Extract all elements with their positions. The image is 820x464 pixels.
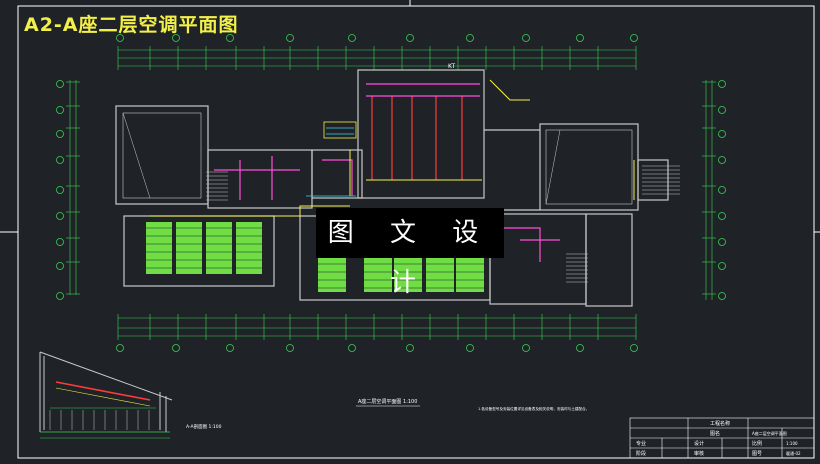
axis-grid-bubbles	[56, 34, 726, 352]
watermark-banner: 图 文 设 计	[316, 208, 504, 298]
grid-bubble	[718, 156, 726, 164]
grid-bubble	[718, 130, 726, 138]
grid-bubble	[718, 212, 726, 220]
grid-bubble	[116, 344, 124, 352]
section-detail	[39, 351, 173, 439]
grid-bubble	[56, 292, 64, 300]
cyan-pipe-lines	[306, 127, 356, 197]
stair-lines	[206, 165, 680, 283]
equipment-room	[236, 222, 262, 274]
right-dimension-group	[702, 80, 716, 300]
plan-caption: A座二层空调平面图 1:100	[358, 398, 417, 405]
grid-bubble	[226, 34, 234, 42]
note-text: 1.各设备型号及安装位置详见设备表及相关说明，安装时与土建配合。	[478, 406, 589, 411]
grid-bubble	[718, 186, 726, 194]
equipment-room	[146, 222, 172, 274]
grid-bubble	[718, 292, 726, 300]
equipment-room	[426, 258, 454, 292]
tb-drawing-no-label: 图号	[752, 451, 762, 457]
callout-box	[323, 121, 357, 139]
building-walls	[115, 69, 669, 307]
grid-bubble	[466, 34, 474, 42]
equipment-room	[456, 258, 484, 292]
tb-specialty-label: 专业	[636, 440, 646, 447]
grid-bubble	[56, 186, 64, 194]
drawing-title: A2-A座二层空调平面图	[24, 14, 239, 36]
grid-bubble	[406, 34, 414, 42]
equipment-room	[176, 222, 202, 274]
grid-bubble	[56, 130, 64, 138]
left-dimension-group	[66, 80, 80, 295]
kt-label: KT	[448, 63, 455, 70]
yellow-supply-lines	[150, 79, 635, 217]
tb-drawing-name: A座二层空调平面图	[752, 430, 787, 436]
grid-bubble	[630, 344, 638, 352]
grid-bubble	[226, 344, 234, 352]
grid-bubble	[172, 344, 180, 352]
title-block	[629, 417, 815, 459]
grid-bubble	[348, 344, 356, 352]
grid-bubble	[406, 344, 414, 352]
equipment-room	[364, 258, 392, 292]
grid-bubble	[522, 344, 530, 352]
top-dimension-group	[117, 46, 637, 70]
grid-bubble	[116, 34, 124, 42]
grid-bubble	[576, 344, 584, 352]
tb-review-label: 审核	[694, 450, 704, 457]
grid-bubble	[630, 34, 638, 42]
grid-bubble	[466, 344, 474, 352]
grid-bubble	[172, 34, 180, 42]
bottom-dimension-group	[117, 314, 637, 340]
tb-stage-label: 阶段	[636, 450, 646, 457]
grid-bubble	[576, 34, 584, 42]
grid-bubble	[718, 80, 726, 88]
grid-bubble	[522, 34, 530, 42]
tb-drawing-label: 图名	[710, 430, 720, 437]
tb-scale-value: 1:100	[786, 441, 798, 446]
equipment-room	[206, 222, 232, 274]
tb-design-label: 设计	[694, 440, 704, 447]
grid-bubble	[718, 262, 726, 270]
grid-bubble	[718, 106, 726, 114]
detail-caption: A-A剖面图 1:100	[186, 423, 222, 430]
grid-bubble	[56, 212, 64, 220]
equipment-room	[318, 258, 346, 292]
tb-drawing-no-value: 暖通-02	[786, 450, 801, 456]
grid-bubble	[56, 106, 64, 114]
grid-bubble	[56, 238, 64, 246]
tb-project-label: 工程名称	[710, 420, 730, 427]
duct-runs	[214, 83, 560, 262]
grid-bubble	[56, 262, 64, 270]
grid-bubble	[348, 34, 356, 42]
grid-bubble	[718, 238, 726, 246]
grid-bubble	[56, 80, 64, 88]
equipment-room	[394, 258, 422, 292]
grid-bubble	[286, 344, 294, 352]
grid-bubble	[56, 156, 64, 164]
equipment-blocks	[146, 222, 484, 292]
grid-bubble	[286, 34, 294, 42]
tb-scale-label: 比例	[752, 440, 762, 447]
